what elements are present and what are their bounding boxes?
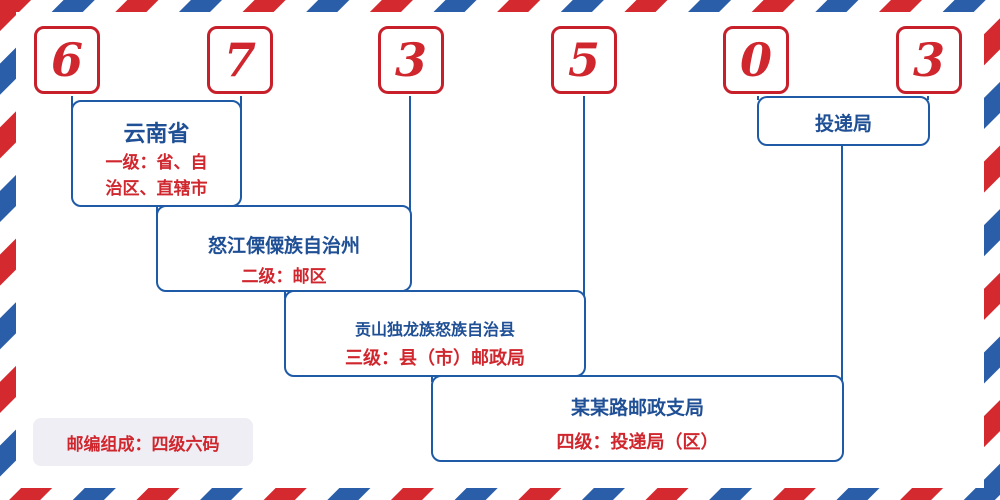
- level-2-name: 怒江傈僳族自治州: [207, 235, 360, 257]
- level-4-box: 某某路邮政支局 四级：投递局（区）: [431, 375, 844, 462]
- level-3-box: 贡山独龙族怒族自治县 三级：县（市）邮政局: [284, 290, 586, 377]
- postcode-digit-2: 7: [207, 26, 273, 94]
- level-1-box: 云南省 一级：省、自 治区、直辖市: [71, 100, 242, 207]
- delivery-box: 投递局: [757, 96, 930, 146]
- postcode-digit-1: 6: [34, 26, 100, 94]
- level-3-desc: 三级：县（市）邮政局: [345, 348, 525, 369]
- level-4-name: 某某路邮政支局: [570, 397, 704, 419]
- level-4-desc: 四级：投递局（区）: [556, 432, 719, 453]
- postcode-digit-3: 3: [378, 26, 444, 94]
- postcode-digit-5: 0: [723, 26, 789, 94]
- level-2-desc: 二级：邮区: [241, 267, 327, 287]
- postcode-digit-6: 3: [896, 26, 962, 94]
- level-1-desc-line2: 治区、直辖市: [105, 179, 208, 199]
- level-1-name: 云南省: [123, 121, 190, 147]
- postcode-composition-legend: 邮编组成：四级六码: [33, 418, 253, 466]
- delivery-name: 投递局: [814, 113, 872, 135]
- level-2-box: 怒江傈僳族自治州 二级：邮区: [156, 205, 412, 292]
- level-1-desc-line1: 一级：省、自: [105, 153, 208, 173]
- level-3-name: 贡山独龙族怒族自治县: [354, 320, 515, 339]
- postcode-digit-4: 5: [551, 26, 617, 94]
